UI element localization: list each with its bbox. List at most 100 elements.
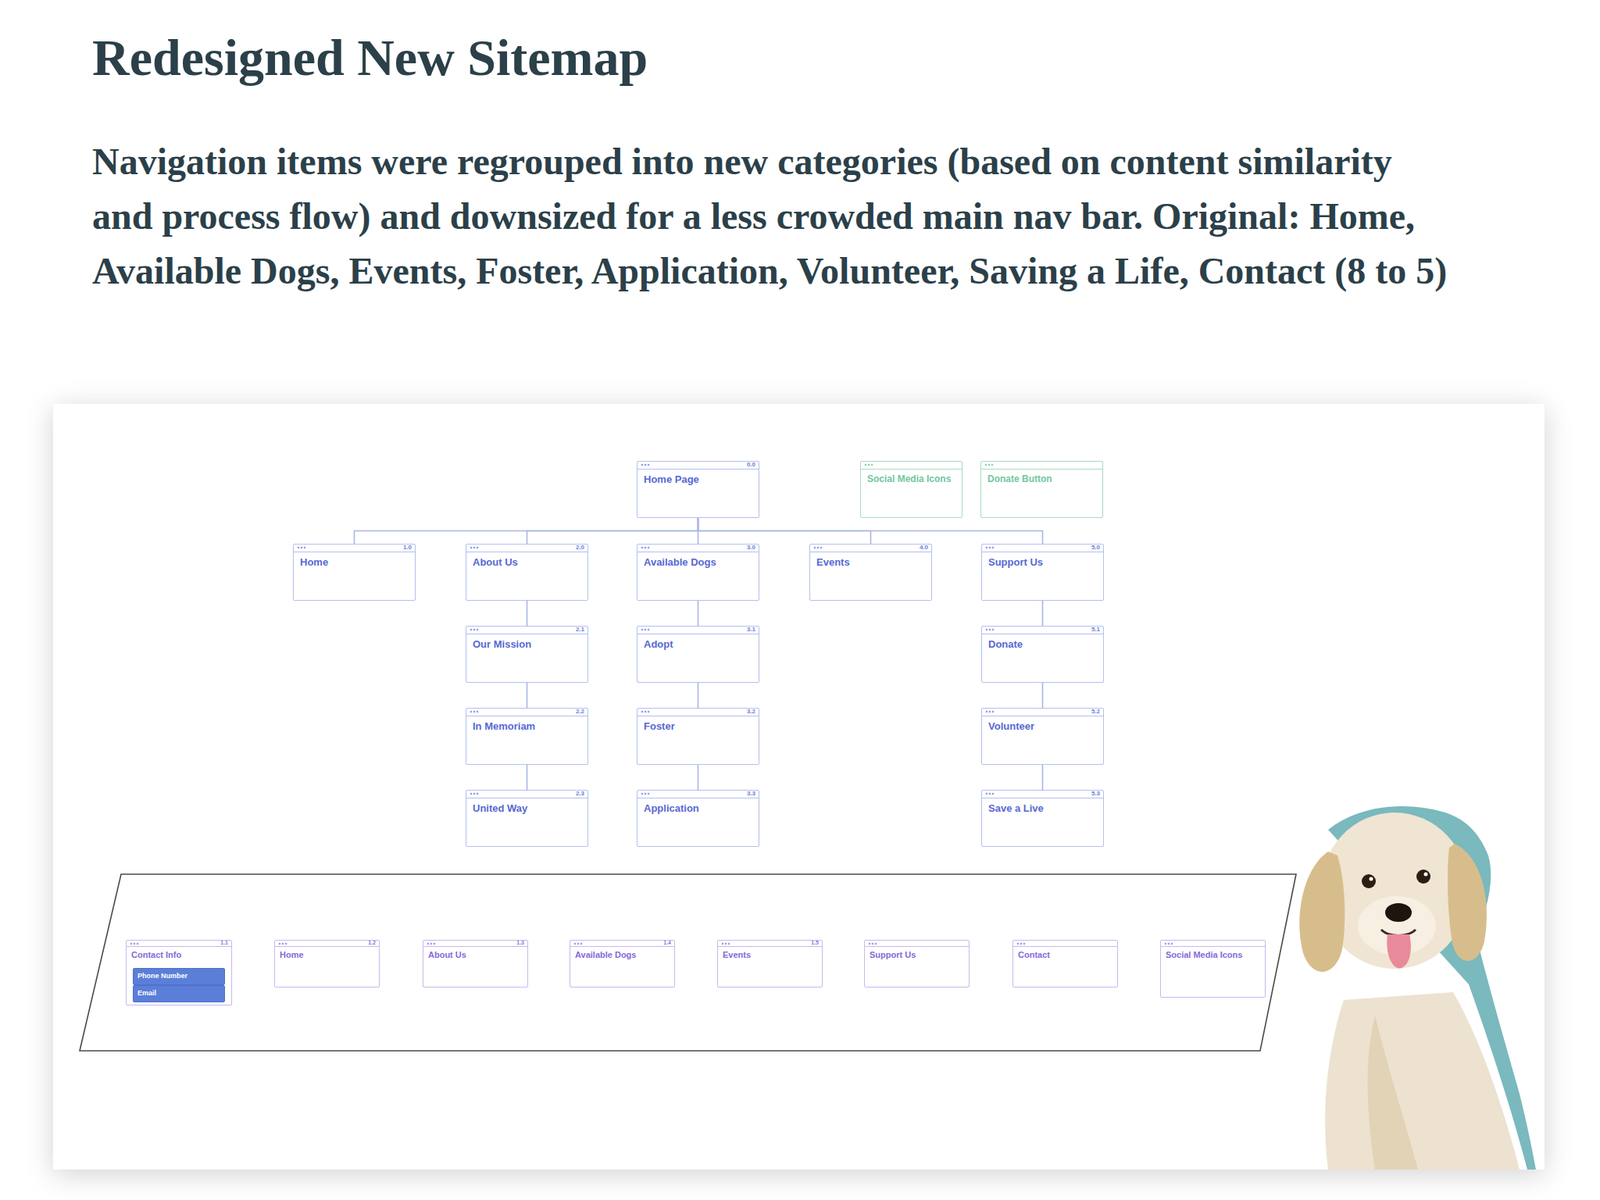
page-number: 4.0 [919,543,929,552]
window-dots [984,463,996,467]
tree-connector [697,600,700,626]
page-label: Social Media Icons [860,473,962,485]
page-number: 3.2 [746,707,756,716]
window-bar [466,626,588,635]
page-box: Our Mission 2.1 [465,625,589,683]
page-label: Adopt [637,638,759,651]
page-box: Home Page0.0 [636,460,760,518]
page-label: Our Mission [466,638,588,651]
page-label: Phone Number [133,971,225,981]
window-bar [637,626,759,635]
window-bar [637,544,759,553]
page-box: Donate Button [980,460,1104,518]
window-bar [982,626,1104,635]
footer-page-box: Contact [1012,939,1118,988]
page-number: 1.0 [403,543,412,552]
page-box: Social Media Icons [860,460,963,518]
page-box: About Us2.0 [465,543,589,601]
page-box: Save a Live 5.3 [981,789,1104,847]
field-chip: Email [132,985,225,1003]
page-label: Save a Live [982,802,1104,815]
page-box: Adopt 3.1 [636,625,760,683]
page-label: Application [637,802,759,815]
dog-illustration [1299,806,1536,1170]
page-label: Email [133,989,225,998]
tree-connector [526,682,529,708]
page-label: Donate Button [981,473,1103,485]
page-title: Redesigned New Sitemap [92,28,648,88]
page-label: Support Us [864,950,969,961]
page-number: 5.2 [1091,707,1100,716]
footer-page-box: Events 1.5 [717,939,823,988]
page-box: Events 4.0 [809,543,933,601]
page-number: 5.3 [1091,789,1100,798]
window-dots [469,710,481,714]
page-box: Volunteer5.2 [981,707,1104,765]
page-number: 1.4 [663,939,672,947]
page-number: 2.2 [575,707,585,716]
tree-connector [1042,764,1044,790]
page-label: Home [293,556,415,569]
window-dots [867,942,879,946]
page-number: 3.0 [746,543,756,552]
window-dots [985,792,997,796]
page-number: 1.1 [220,939,229,947]
window-dots [426,942,438,946]
page-caption: Navigation items were regrouped into new… [92,134,1452,299]
window-bar [423,940,528,947]
window-dots [640,628,652,632]
window-dots [721,942,733,946]
window-bar [810,544,932,553]
window-dots [985,546,997,550]
window-dots [864,463,875,467]
tree-connector [1042,600,1044,626]
tree-connector [698,517,1043,544]
window-bar [1160,940,1265,947]
page-label: Foster [637,720,759,733]
tree-connector [354,517,699,544]
tree-connector [1042,682,1044,708]
tree-connector [526,600,529,626]
page-number: 1.5 [810,939,819,947]
tree-connector [526,764,529,790]
window-dots [469,628,481,632]
window-bar [717,940,822,947]
page-label: United Way [466,802,588,815]
window-bar [637,790,759,799]
footer-page-box: Contact Info 1.1Phone NumberEmail [125,939,233,1006]
page-number: 3.1 [746,625,756,634]
window-dots [296,546,308,550]
page-box: Home 1.0 [292,543,416,601]
window-bar [637,708,759,717]
footer-page-box: About Us1.3 [422,939,529,988]
page-label: Events [717,950,822,961]
window-bar [293,544,415,553]
window-dots [278,942,290,946]
window-bar [981,461,1103,470]
page-label: Events [810,556,932,569]
page-number: 2.1 [575,625,585,634]
page-label: Contact Info [126,950,232,961]
page-box: Support Us5.0 [981,543,1104,601]
window-bar [637,461,759,470]
content-card [53,403,1545,1170]
window-dots [469,546,481,550]
window-bar [275,940,379,947]
window-dots [129,942,141,946]
window-dots [813,546,825,550]
window-dots [640,463,652,467]
page-number: 1.3 [516,939,525,947]
page-label: Donate [982,638,1104,651]
page-label: About Us [466,556,588,569]
window-dots [640,792,652,796]
page-box: Available Dogs3.0 [636,543,760,601]
window-dots [985,710,997,714]
page-number: 5.0 [1091,543,1100,552]
tree-connector [697,682,700,708]
field-chip: Phone Number [132,967,225,986]
tree-connector [697,764,700,790]
tree-connector [527,517,699,544]
page-number: 0.0 [746,460,756,469]
window-dots [573,942,585,946]
